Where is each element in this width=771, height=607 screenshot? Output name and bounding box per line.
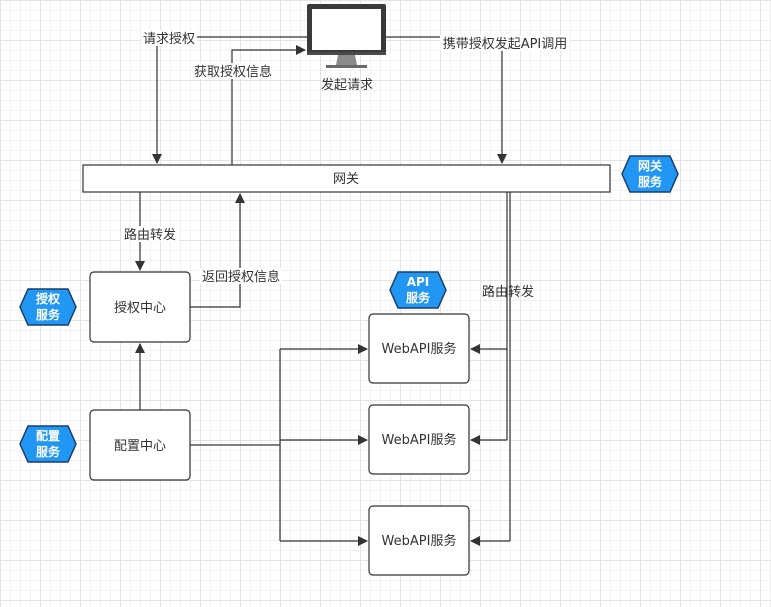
auth-center-label: 授权中心 <box>114 300 166 316</box>
return-auth-connector <box>190 193 245 308</box>
api-service-badge: API 服务 <box>389 271 447 309</box>
config-badge-line1: 配置 <box>36 428 60 443</box>
api-badge-line2: 服务 <box>406 290 431 305</box>
auth-badge-line2: 服务 <box>36 307 61 322</box>
auth-service-badge: 授权 服务 <box>19 288 77 326</box>
route-forward-api-label: 路由转发 <box>482 284 534 300</box>
gateway-service-badge: 网关 服务 <box>621 155 679 193</box>
webapi-label-3: WebAPI服务 <box>382 533 457 549</box>
webapi-box-3[interactable] <box>368 505 470 576</box>
api-badge-line1: API <box>407 275 430 289</box>
return-auth-info-label: 返回授权信息 <box>202 269 280 285</box>
get-auth-info-label: 获取授权信息 <box>194 64 272 80</box>
carry-auth-call-label: 携带授权发起API调用 <box>443 36 568 52</box>
carry-auth-call-connector <box>386 36 507 164</box>
webapi-label-1: WebAPI服务 <box>382 341 457 357</box>
request-auth-label: 请求授权 <box>143 31 195 47</box>
webapi-box-2[interactable] <box>368 404 470 475</box>
gateway-label: 网关 <box>333 172 359 187</box>
client-label: 发起请求 <box>321 77 373 93</box>
get-auth-info-connector <box>231 45 306 165</box>
config-center-label: 配置中心 <box>114 439 166 454</box>
gateway-badge-line1: 网关 <box>638 158 662 173</box>
webapi-box-1[interactable] <box>368 313 470 384</box>
config-service-badge: 配置 服务 <box>19 425 77 463</box>
gateway-bar[interactable] <box>82 164 611 193</box>
auth-badge-line1: 授权 <box>36 291 61 306</box>
gateway-badge-line2: 服务 <box>638 174 663 189</box>
monitor-icon[interactable] <box>307 4 386 68</box>
route-forward-auth-label: 路由转发 <box>124 227 176 243</box>
webapi-label-2: WebAPI服务 <box>382 432 457 448</box>
config-badge-line2: 服务 <box>36 444 61 459</box>
